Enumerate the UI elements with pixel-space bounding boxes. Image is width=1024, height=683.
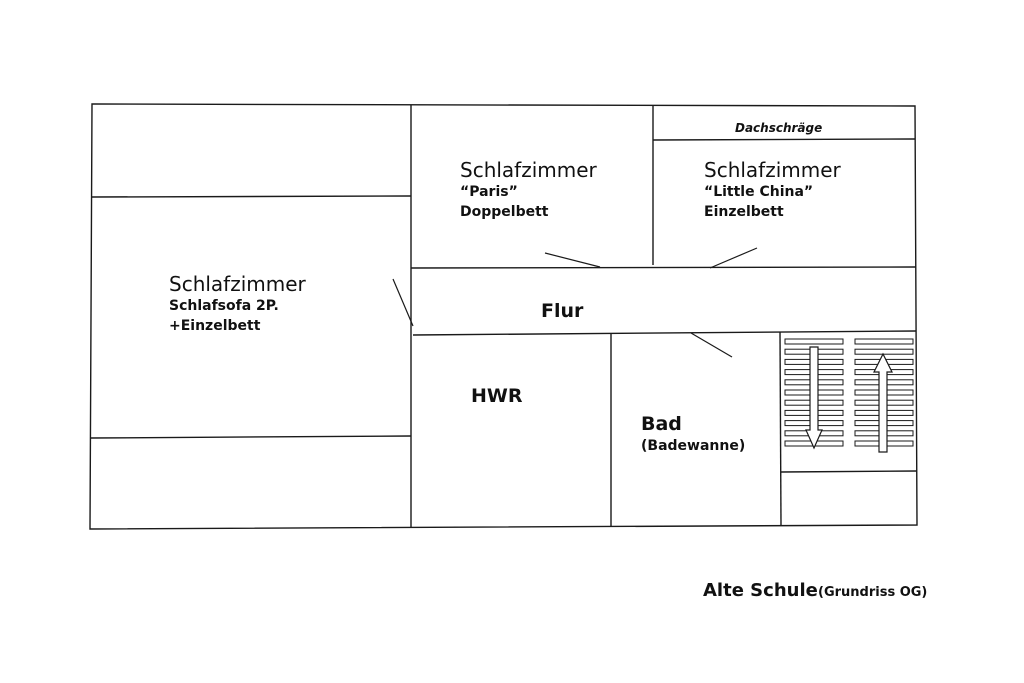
caption-main: Alte Schule — [703, 580, 818, 601]
caption-sub: (Grundriss OG) — [818, 585, 927, 600]
bathroom-line1: (Badewanne) — [641, 438, 745, 454]
outer-wall — [89, 103, 918, 530]
paris-bedroom-line2: Doppelbett — [460, 204, 549, 220]
wall-left-upper-divider — [91, 195, 412, 198]
door-little-china — [709, 247, 758, 269]
wall-hallway-top — [410, 266, 917, 269]
china-bedroom-line1: “Little China” — [704, 184, 813, 200]
stair-step — [854, 338, 914, 345]
door-left-bedroom — [392, 278, 414, 327]
roof-slope-label: Dachschräge — [735, 121, 822, 135]
china-bedroom-line2: Einzelbett — [704, 204, 784, 220]
left-bedroom-line1: Schlafsofa 2P. — [169, 298, 279, 314]
door-paris — [544, 252, 601, 268]
china-bedroom-title: Schlafzimmer — [704, 158, 842, 182]
labels: Schlafzimmer Schlafsofa 2P. +Einzelbett … — [169, 121, 927, 601]
left-bedroom-line2: +Einzelbett — [169, 318, 261, 334]
wall-stairs-landing — [780, 470, 918, 473]
door-bad — [690, 332, 733, 358]
utility-label: HWR — [471, 385, 523, 407]
wall-roof-slope — [652, 138, 916, 141]
paris-bedroom-title: Schlafzimmer — [460, 158, 598, 182]
left-bedroom-title: Schlafzimmer — [169, 272, 307, 296]
hallway-label: Flur — [541, 300, 584, 322]
doors — [392, 247, 758, 358]
wall-hallway-bottom — [412, 330, 917, 336]
stair-step — [854, 348, 914, 355]
wall-left-lower-divider — [90, 435, 412, 439]
bathroom-title: Bad — [641, 413, 682, 435]
paris-bedroom-line1: “Paris” — [460, 184, 518, 200]
walls — [89, 103, 918, 530]
arrow-down-icon — [805, 346, 823, 450]
stair-step — [784, 338, 844, 345]
arrow-up-icon — [873, 352, 893, 453]
wall-bad-stairs — [779, 331, 782, 526]
